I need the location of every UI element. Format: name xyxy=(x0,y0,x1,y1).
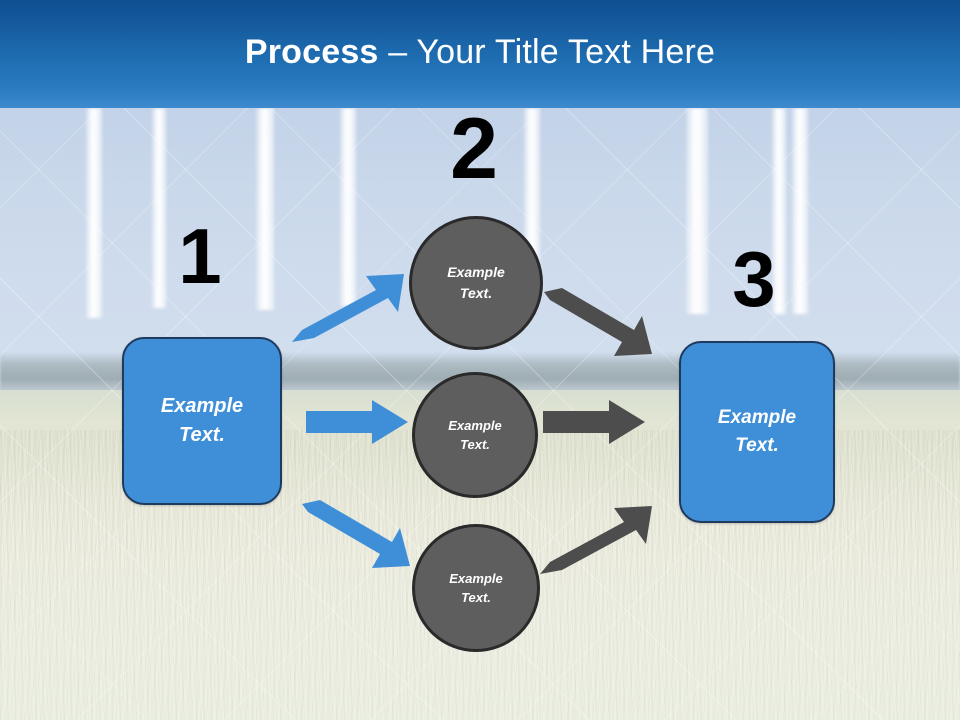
page-title-bold: Process xyxy=(244,33,379,71)
bottom-process-circle[interactable]: Example Text. xyxy=(412,524,540,652)
arrow-left-to-middle-circle xyxy=(306,400,408,444)
title-bar xyxy=(0,0,960,108)
background-tower xyxy=(772,108,786,314)
arrow-top-circle-to-right xyxy=(544,288,652,356)
page-title-rest: – Your Title Text Here xyxy=(378,33,716,71)
step-number-3: 3 xyxy=(732,235,776,323)
right-box-line2: Text. xyxy=(735,435,779,456)
middle-circle-line2: Text. xyxy=(460,437,490,452)
right-process-box[interactable]: Example Text. xyxy=(679,341,835,523)
top-circle-line1: Example xyxy=(447,264,505,280)
step-number-2: 2 xyxy=(450,101,498,197)
background-tower xyxy=(86,108,102,318)
arrow-left-to-bottom-circle xyxy=(302,500,410,568)
right-box-line1: Example xyxy=(717,407,797,429)
arrow-middle-circle-to-right xyxy=(543,400,645,444)
left-box-line1: Example xyxy=(160,395,244,417)
left-box-line2: Text. xyxy=(179,424,225,446)
background-tower xyxy=(152,108,166,308)
page-title: Process – Your Title Text Here xyxy=(0,0,960,104)
top-process-circle[interactable]: Example Text. xyxy=(409,216,543,350)
bottom-circle-line1: Example xyxy=(449,570,503,586)
middle-circle-line1: Example xyxy=(448,417,502,433)
left-process-box[interactable]: Example Text. xyxy=(122,337,282,505)
arrow-bottom-circle-to-right xyxy=(540,506,652,574)
top-circle-line2: Text. xyxy=(459,285,493,301)
background-tower xyxy=(256,108,274,310)
arrow-left-to-top-circle xyxy=(292,274,404,342)
background-tower xyxy=(686,108,708,314)
background-tower xyxy=(792,108,808,314)
background-tower xyxy=(340,108,356,306)
step-number-1: 1 xyxy=(178,212,222,300)
middle-process-circle[interactable]: Example Text. xyxy=(412,372,538,498)
bottom-circle-line2: Text. xyxy=(461,590,491,605)
